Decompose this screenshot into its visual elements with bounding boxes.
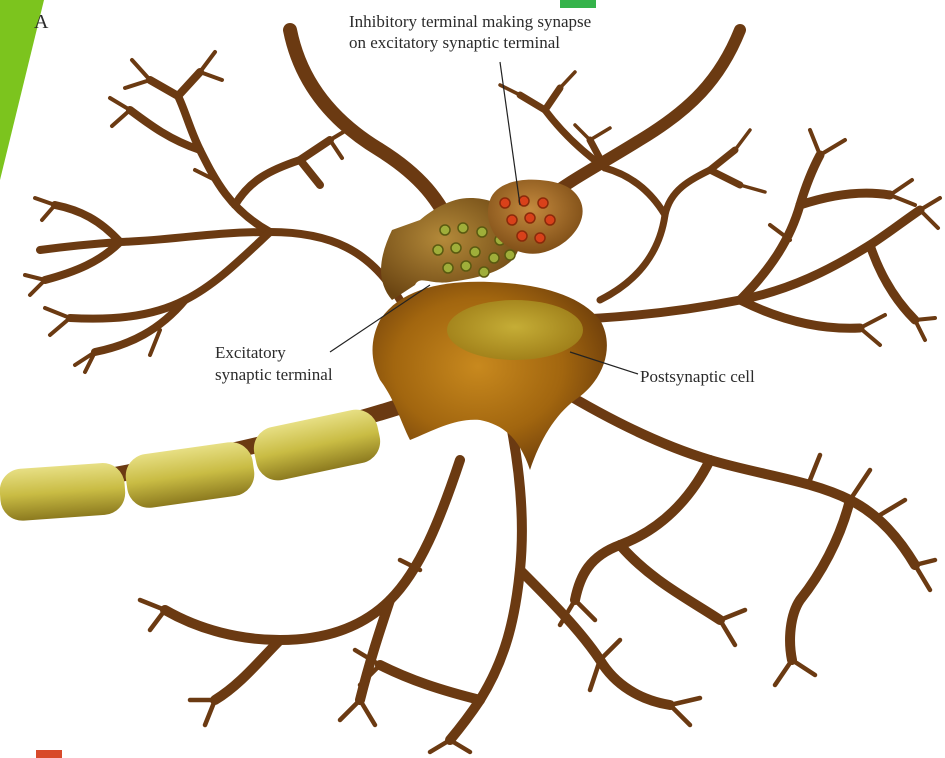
dendrite-upper-left [40, 72, 400, 352]
nucleus [447, 300, 583, 360]
dendrite-lower-fine [140, 560, 700, 752]
dendrite-right [560, 155, 920, 328]
axon-top-right [545, 30, 740, 200]
myelinated-axon [0, 400, 420, 522]
dendrite-right-fine [770, 130, 940, 345]
myelin-segment-2 [123, 439, 257, 510]
label-excitatory-line2: synaptic terminal [215, 364, 333, 385]
axon-top-left [290, 30, 455, 235]
label-inhibitory-line2: on excitatory synaptic terminal [349, 32, 560, 53]
soma [373, 282, 607, 470]
dendrite-lower-right [560, 390, 915, 660]
myelin-segment-3 [250, 405, 384, 484]
panel-letter: A [34, 12, 48, 33]
label-inhibitory-line1: Inhibitory terminal making synapse [349, 11, 591, 32]
dendrite-lower-right-fine [560, 455, 935, 685]
bottom-fragment [36, 750, 62, 758]
label-excitatory-line1: Excitatory [215, 342, 286, 363]
myelin-segment-1 [0, 462, 127, 523]
label-postsynaptic: Postsynaptic cell [640, 366, 755, 387]
slide-accent-top [560, 0, 596, 8]
